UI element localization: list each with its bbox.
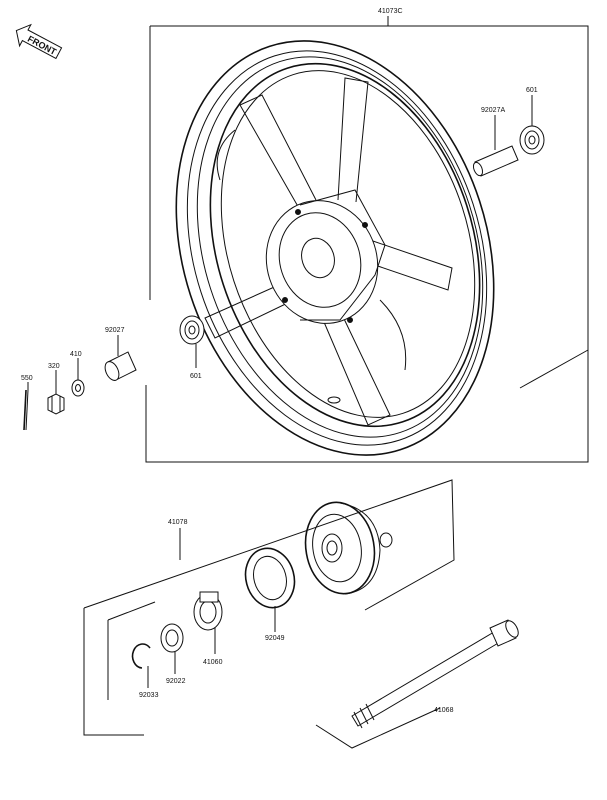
label-41078: 41078	[168, 519, 188, 526]
label-41068: 41068	[434, 707, 454, 714]
label-550: 550	[21, 375, 33, 382]
label-410: 410	[70, 351, 82, 358]
label-320: 320	[48, 363, 60, 370]
label-92022: 92022	[166, 678, 186, 685]
gear-drive-41060	[193, 591, 223, 654]
seal-92049	[244, 547, 296, 632]
cotter-pin-550	[23, 382, 29, 431]
front-arrow: FRONT	[15, 23, 63, 60]
nut-320	[47, 370, 65, 415]
part-labels: 41073C 92027A 601 92027 601 410 320 550 …	[21, 8, 538, 714]
label-92027a: 92027A	[481, 107, 505, 114]
washer-410	[71, 358, 85, 397]
bearing-601-right	[519, 95, 545, 155]
label-92033: 92033	[139, 692, 159, 699]
sleeve-92027a	[472, 115, 519, 177]
label-41073c: 41073C	[378, 8, 403, 15]
hub-assembly-frame	[83, 479, 455, 611]
washer-92022	[160, 623, 184, 674]
circlip-92033	[131, 643, 151, 688]
label-601-left: 601	[190, 373, 202, 380]
wheel-assembly-frame	[145, 25, 589, 463]
spacer-92027	[104, 335, 137, 381]
label-41060: 41060	[203, 659, 223, 666]
axle-41068	[351, 619, 519, 729]
label-92027: 92027	[105, 327, 125, 334]
wheel	[175, 40, 495, 456]
hub-sprocket	[304, 501, 393, 595]
label-601-right: 601	[526, 87, 538, 94]
label-92049: 92049	[265, 635, 285, 642]
bearing-601-left	[179, 315, 205, 368]
